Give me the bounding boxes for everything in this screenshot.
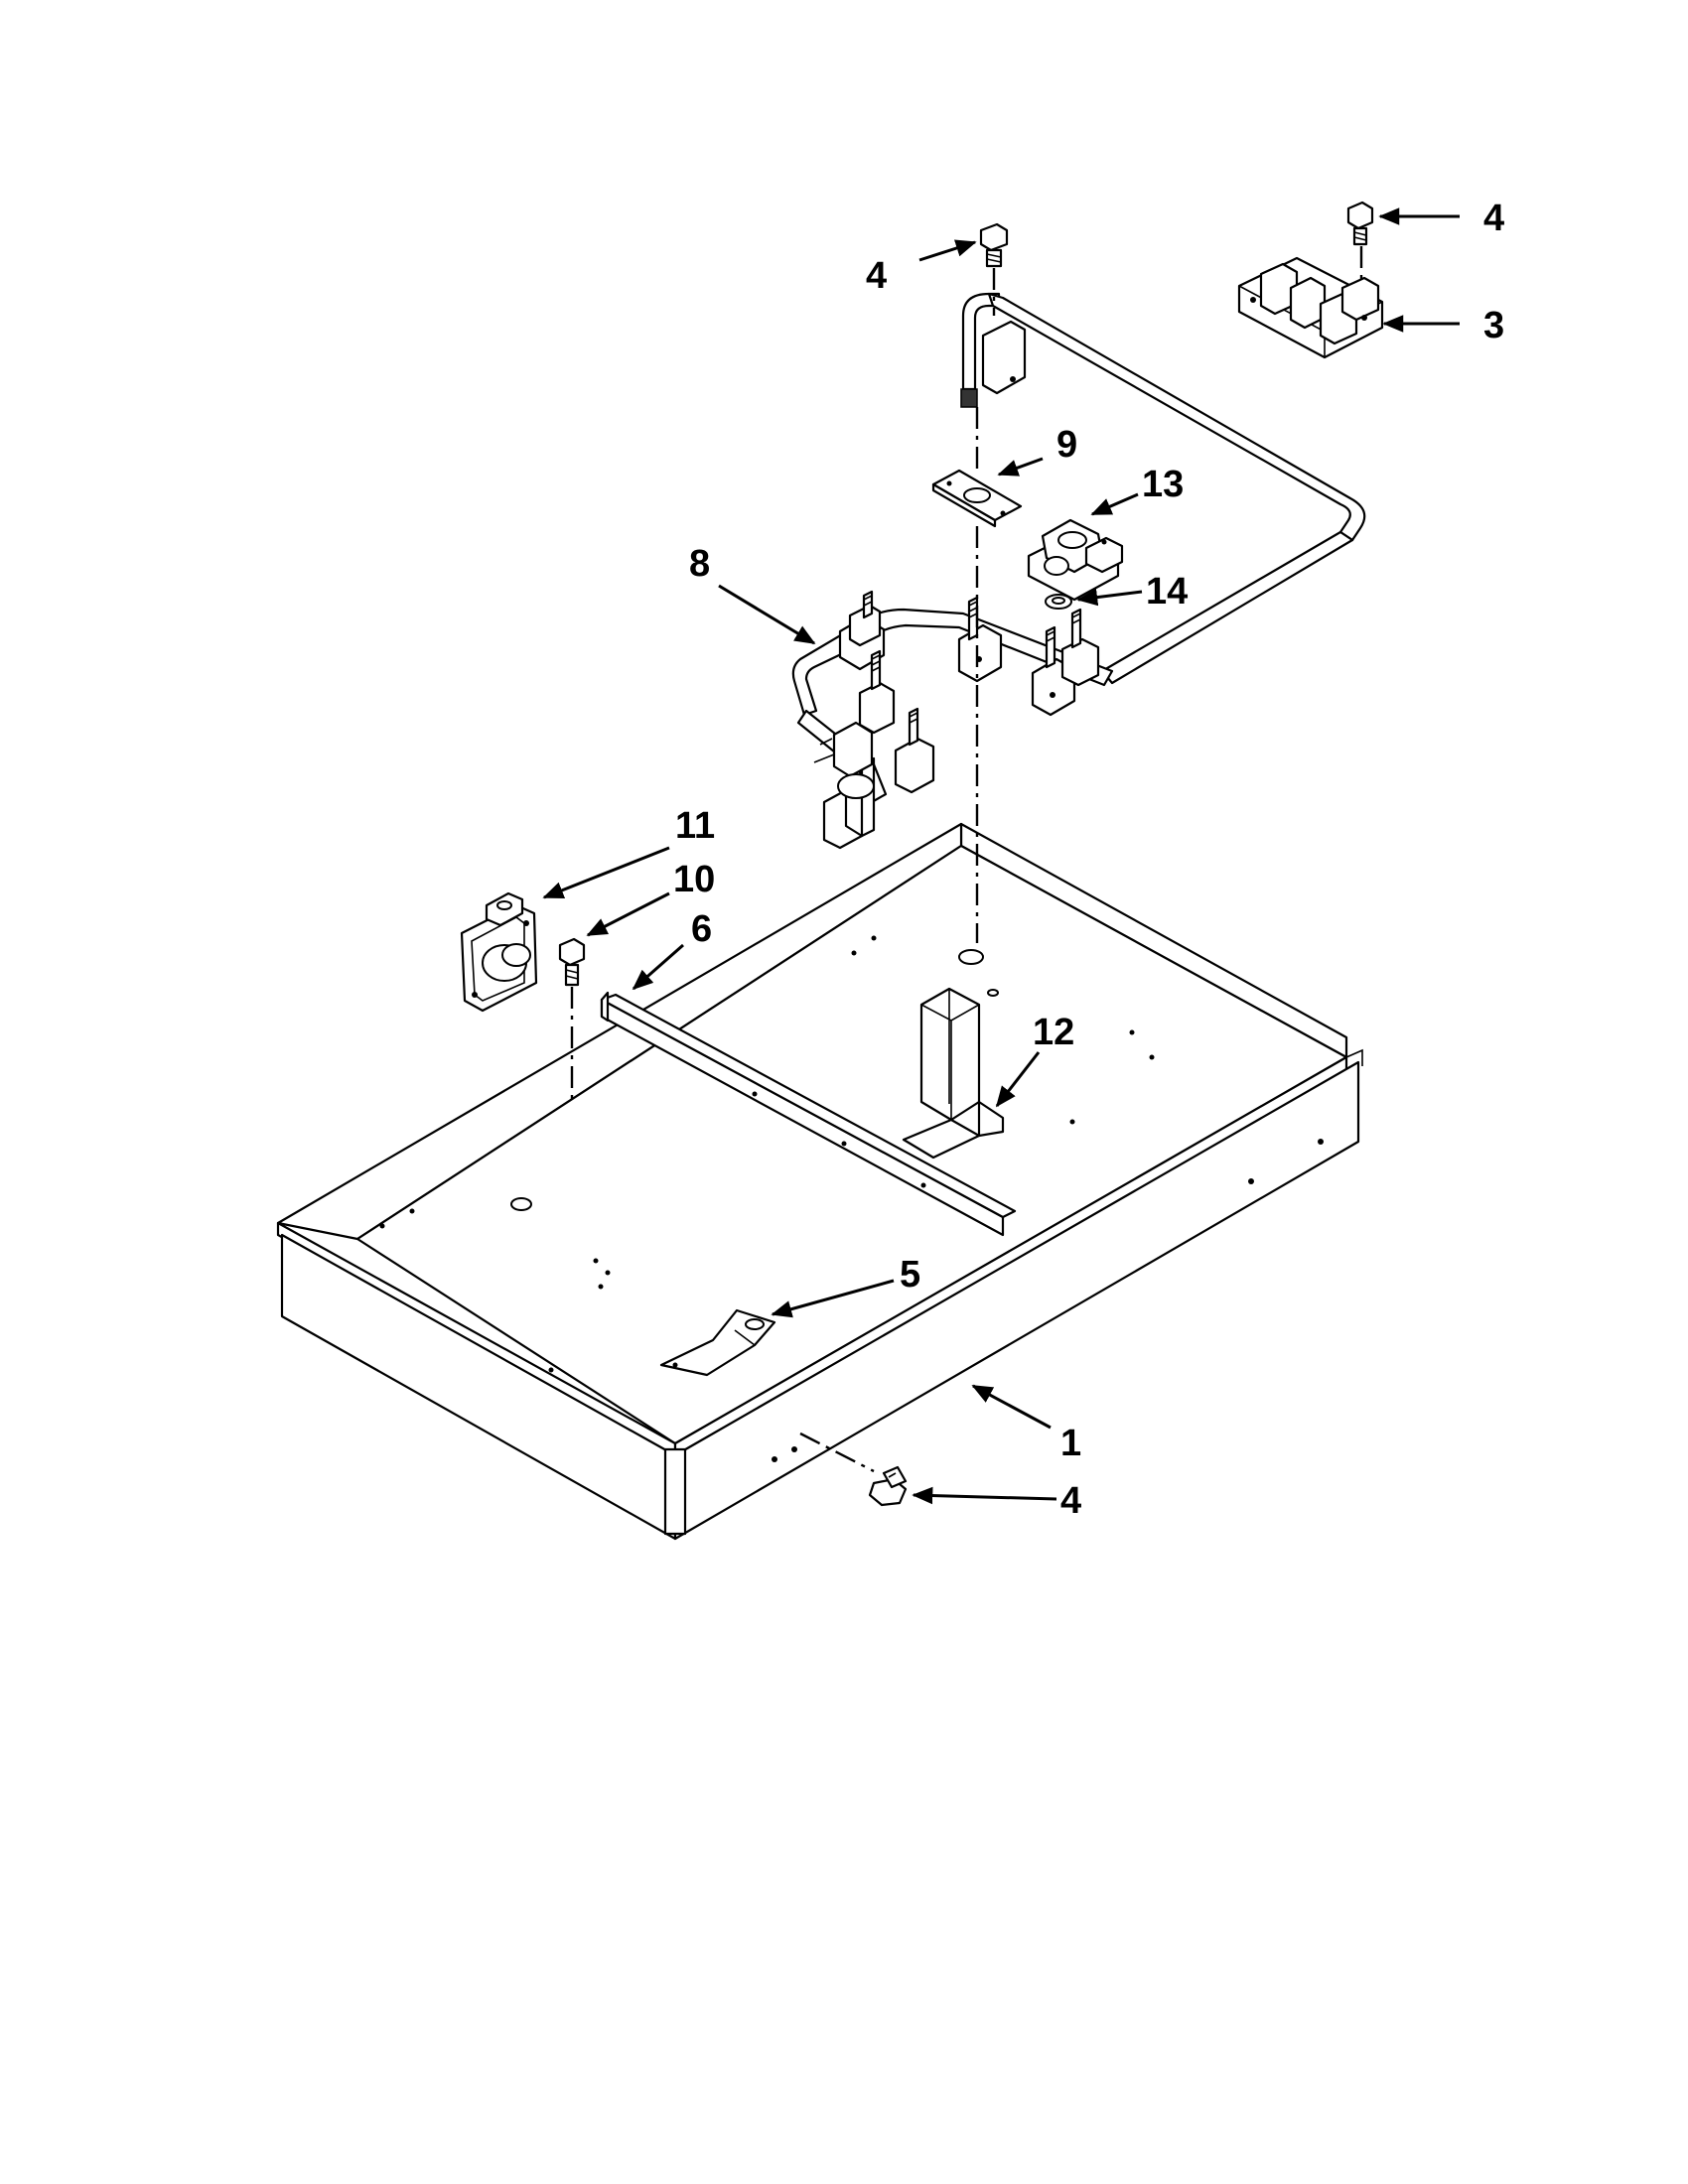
bracket-part-12 bbox=[902, 987, 1005, 1160]
valve-1 bbox=[838, 590, 886, 671]
regulator-part-11 bbox=[460, 891, 538, 1013]
valve-manifold-part-8 bbox=[791, 590, 1114, 850]
plate-part-9 bbox=[931, 469, 1023, 528]
callout-4-top-right: 4 bbox=[1483, 198, 1504, 239]
cross-bracket-part-6 bbox=[600, 991, 1017, 1237]
callout-4-bottom: 4 bbox=[1060, 1480, 1081, 1522]
leader-arrows bbox=[542, 207, 1460, 1505]
callout-13: 13 bbox=[1142, 464, 1184, 505]
bracket-part-5 bbox=[659, 1308, 776, 1377]
screw-part-4-top-center bbox=[979, 222, 1009, 268]
callout-8: 8 bbox=[689, 543, 710, 585]
screw-part-4-bottom bbox=[868, 1465, 908, 1507]
valve-2 bbox=[858, 649, 896, 735]
screw-part-4-top-right bbox=[1346, 201, 1374, 246]
washer-part-14 bbox=[1045, 594, 1072, 610]
callout-11: 11 bbox=[675, 805, 715, 847]
callout-10: 10 bbox=[673, 859, 715, 900]
callout-14: 14 bbox=[1146, 571, 1188, 613]
valve-4 bbox=[894, 707, 935, 794]
valve-7 bbox=[1060, 608, 1100, 687]
callout-6: 6 bbox=[691, 908, 712, 950]
screw-part-10 bbox=[558, 937, 586, 987]
callout-12: 12 bbox=[1033, 1012, 1074, 1053]
spark-module-part-3 bbox=[1237, 256, 1384, 359]
igniter-switch-part-13 bbox=[1027, 518, 1124, 602]
assembly-lines bbox=[570, 246, 1363, 1473]
valve-3 bbox=[813, 721, 875, 799]
callout-3: 3 bbox=[1483, 305, 1504, 346]
callout-labels: 4 4 3 9 13 14 8 11 10 6 12 5 1 4 bbox=[673, 198, 1504, 1522]
base-pan-part-1 bbox=[276, 822, 1363, 1541]
callout-1: 1 bbox=[1060, 1423, 1081, 1464]
callout-5: 5 bbox=[900, 1254, 920, 1296]
valve-5 bbox=[957, 596, 1003, 683]
callout-4-top-center: 4 bbox=[866, 255, 887, 297]
callout-9: 9 bbox=[1056, 424, 1077, 466]
